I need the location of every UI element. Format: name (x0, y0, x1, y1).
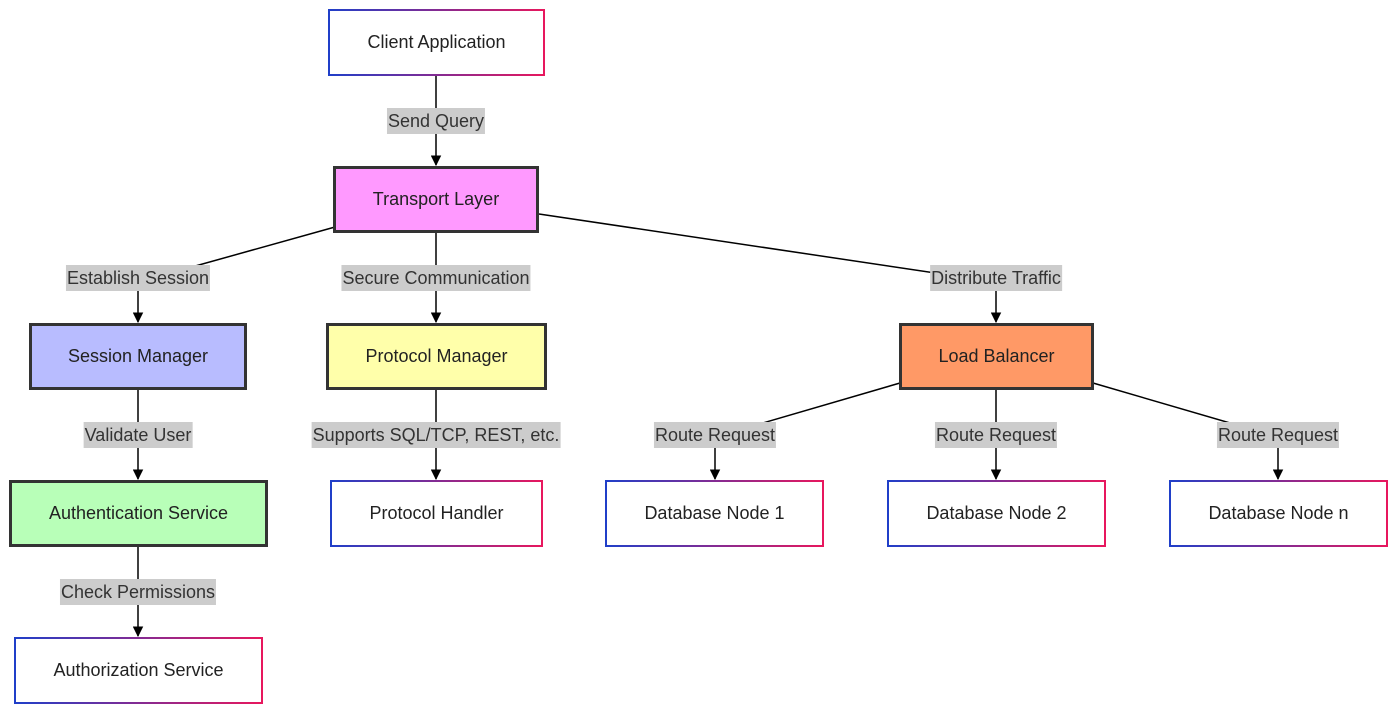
node-authentication-service: Authentication Service (9, 480, 268, 547)
node-label: Database Node 2 (926, 503, 1067, 523)
node-label: Authentication Service (48, 503, 229, 523)
edge-distribute-traffic (538, 213, 1002, 324)
node-label: Client Application (367, 32, 506, 52)
node-database-node-2: Database Node 2 (887, 480, 1106, 547)
edge-label-distribute-traffic: Distribute Traffic (930, 265, 1062, 291)
node-database-node-n: Database Node n (1169, 480, 1388, 547)
node-label: Protocol Manager (365, 346, 508, 366)
node-label: Database Node 1 (644, 503, 785, 523)
node-label: Protocol Handler (369, 503, 504, 523)
node-client-application: Client Application (328, 9, 545, 76)
edge-label-send-query: Send Query (386, 108, 486, 134)
node-label: Session Manager (67, 346, 209, 366)
edge-label-route-request-2: Route Request (934, 422, 1058, 448)
edge-label-validate-user: Validate User (83, 422, 193, 448)
node-label: Load Balancer (938, 346, 1055, 366)
edge-label-supports: Supports SQL/TCP, REST, etc. (311, 422, 561, 448)
node-label: Database Node n (1208, 503, 1349, 523)
node-protocol-manager: Protocol Manager (326, 323, 547, 390)
node-session-manager: Session Manager (29, 323, 247, 390)
edge-label-establish-session: Establish Session (65, 265, 211, 291)
node-authorization-service: Authorization Service (14, 637, 263, 704)
edge-label-route-request-1: Route Request (653, 422, 777, 448)
node-label: Transport Layer (372, 189, 500, 209)
node-database-node-1: Database Node 1 (605, 480, 824, 547)
edge-label-route-request-n: Route Request (1216, 422, 1340, 448)
node-load-balancer: Load Balancer (899, 323, 1094, 390)
node-protocol-handler: Protocol Handler (330, 480, 543, 547)
edge-label-check-permissions: Check Permissions (59, 579, 217, 605)
edge-label-secure-communication: Secure Communication (341, 265, 531, 291)
node-transport-layer: Transport Layer (333, 166, 539, 233)
node-label: Authorization Service (53, 660, 224, 680)
